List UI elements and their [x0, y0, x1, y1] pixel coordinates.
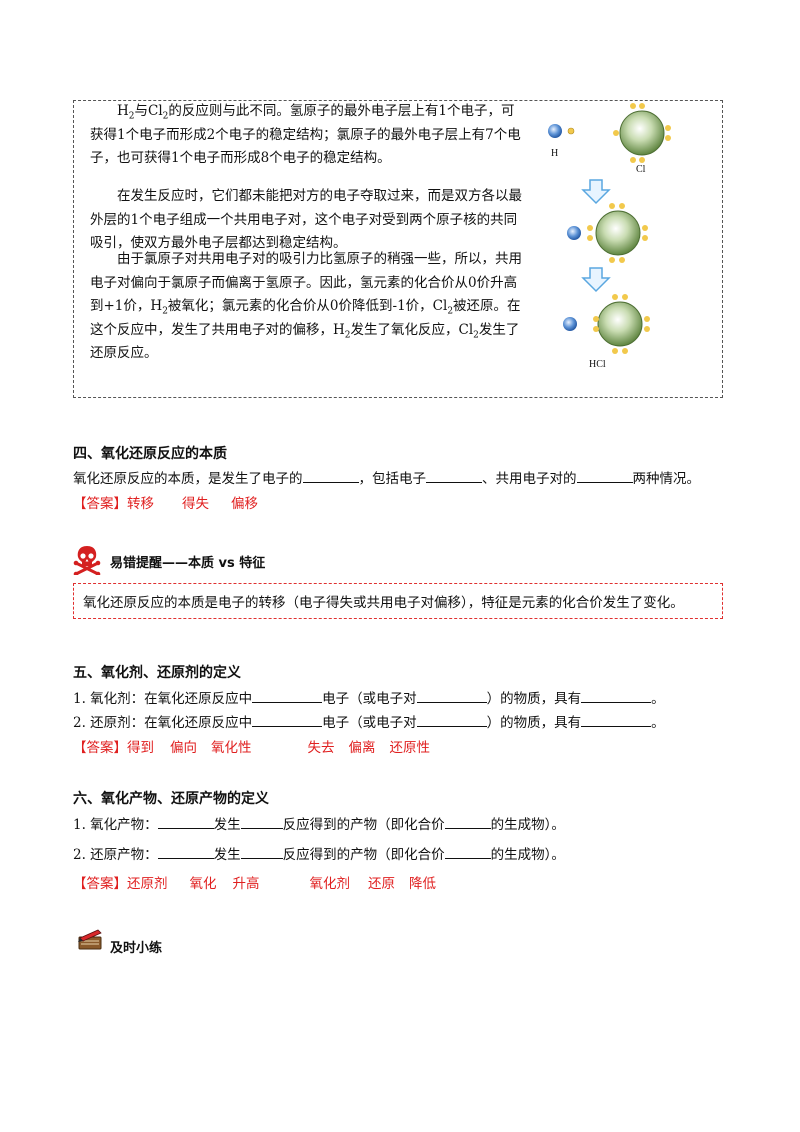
section-6-answer: 【答案】还原剂氧化升高氧化剂还原降低	[73, 876, 436, 892]
chlorine-atom-stage-1	[613, 103, 671, 163]
blank[interactable]	[240, 814, 283, 829]
blank[interactable]	[444, 844, 491, 859]
pencil-book-icon	[78, 929, 102, 950]
hydrogen-atom-stage-2	[567, 226, 581, 240]
warning-text: 氧化还原反应的本质是电子的转移（电子得失或共用电子对偏移），特征是元素的化合价发…	[83, 595, 684, 611]
blank[interactable]	[576, 468, 633, 483]
section-6-line-1: 1. 氧化产物：发生反应得到的产物（即化合价的生成物）。	[73, 813, 565, 833]
blank[interactable]	[157, 814, 214, 829]
explanation-paragraph-1: H2与Cl2的反应则与此不同。氢原子的最外电子层上有1个电子，可获得1个电子而形…	[90, 103, 521, 166]
chlorine-atom-stage-2	[587, 203, 648, 263]
section-4-title: 四、氧化还原反应的本质	[73, 446, 227, 462]
explanation-paragraph-2: 在发生反应时，它们都未能把对方的电子夺取过来，而是双方各以最外层的1个电子组成一…	[90, 188, 522, 251]
blank[interactable]	[416, 712, 487, 727]
label-h: H	[551, 148, 559, 159]
section-5-line-2: 2. 还原剂：在氧化还原反应中电子（或电子对）的物质，具有。	[73, 711, 665, 731]
section-6-line-2: 2. 还原产物：发生反应得到的产物（即化合价的生成物）。	[73, 843, 565, 863]
blank[interactable]	[240, 844, 283, 859]
hydrogen-atom-stage-3	[563, 317, 577, 331]
blank[interactable]	[416, 688, 487, 703]
section-4-question: 氧化还原反应的本质，是发生了电子的，包括电子、共用电子对的两种情况。	[73, 467, 700, 487]
chlorine-atom-stage-3	[593, 294, 650, 354]
section-6-title: 六、氧化产物、还原产物的定义	[73, 791, 269, 807]
section-5-answer: 【答案】得到偏向氧化性失去偏离还原性	[73, 740, 430, 756]
label-hcl: HCl	[589, 359, 606, 370]
hcl-bond-diagram	[548, 103, 671, 354]
section-5-line-1: 1. 氧化剂：在氧化还原反应中电子（或电子对）的物质，具有。	[73, 687, 665, 707]
warning-box	[73, 583, 723, 619]
skull-crossbones-icon	[73, 546, 101, 575]
blank[interactable]	[302, 468, 359, 483]
section-4-answer: 【答案】转移得失偏移	[73, 496, 258, 512]
hydrogen-atom-stage-1	[548, 124, 575, 138]
practice-title: 及时小练	[110, 941, 163, 956]
blank[interactable]	[252, 712, 323, 727]
explanation-box	[73, 100, 723, 398]
blank[interactable]	[426, 468, 482, 483]
warning-title: 易错提醒——本质 vs 特征	[110, 556, 266, 571]
blank[interactable]	[581, 688, 652, 703]
blank[interactable]	[581, 712, 652, 727]
blank[interactable]	[157, 844, 214, 859]
explanation-paragraph-3: 由于氯原子对共用电子对的吸引力比氢原子的稍强一些，所以，共用电子对偏向于氯原子而…	[90, 251, 522, 361]
label-cl: Cl	[636, 164, 646, 175]
arrow-down-icon	[581, 267, 611, 293]
section-5-title: 五、氧化剂、还原剂的定义	[73, 665, 241, 681]
arrow-down-icon	[581, 179, 611, 205]
blank[interactable]	[252, 688, 323, 703]
blank[interactable]	[444, 814, 491, 829]
